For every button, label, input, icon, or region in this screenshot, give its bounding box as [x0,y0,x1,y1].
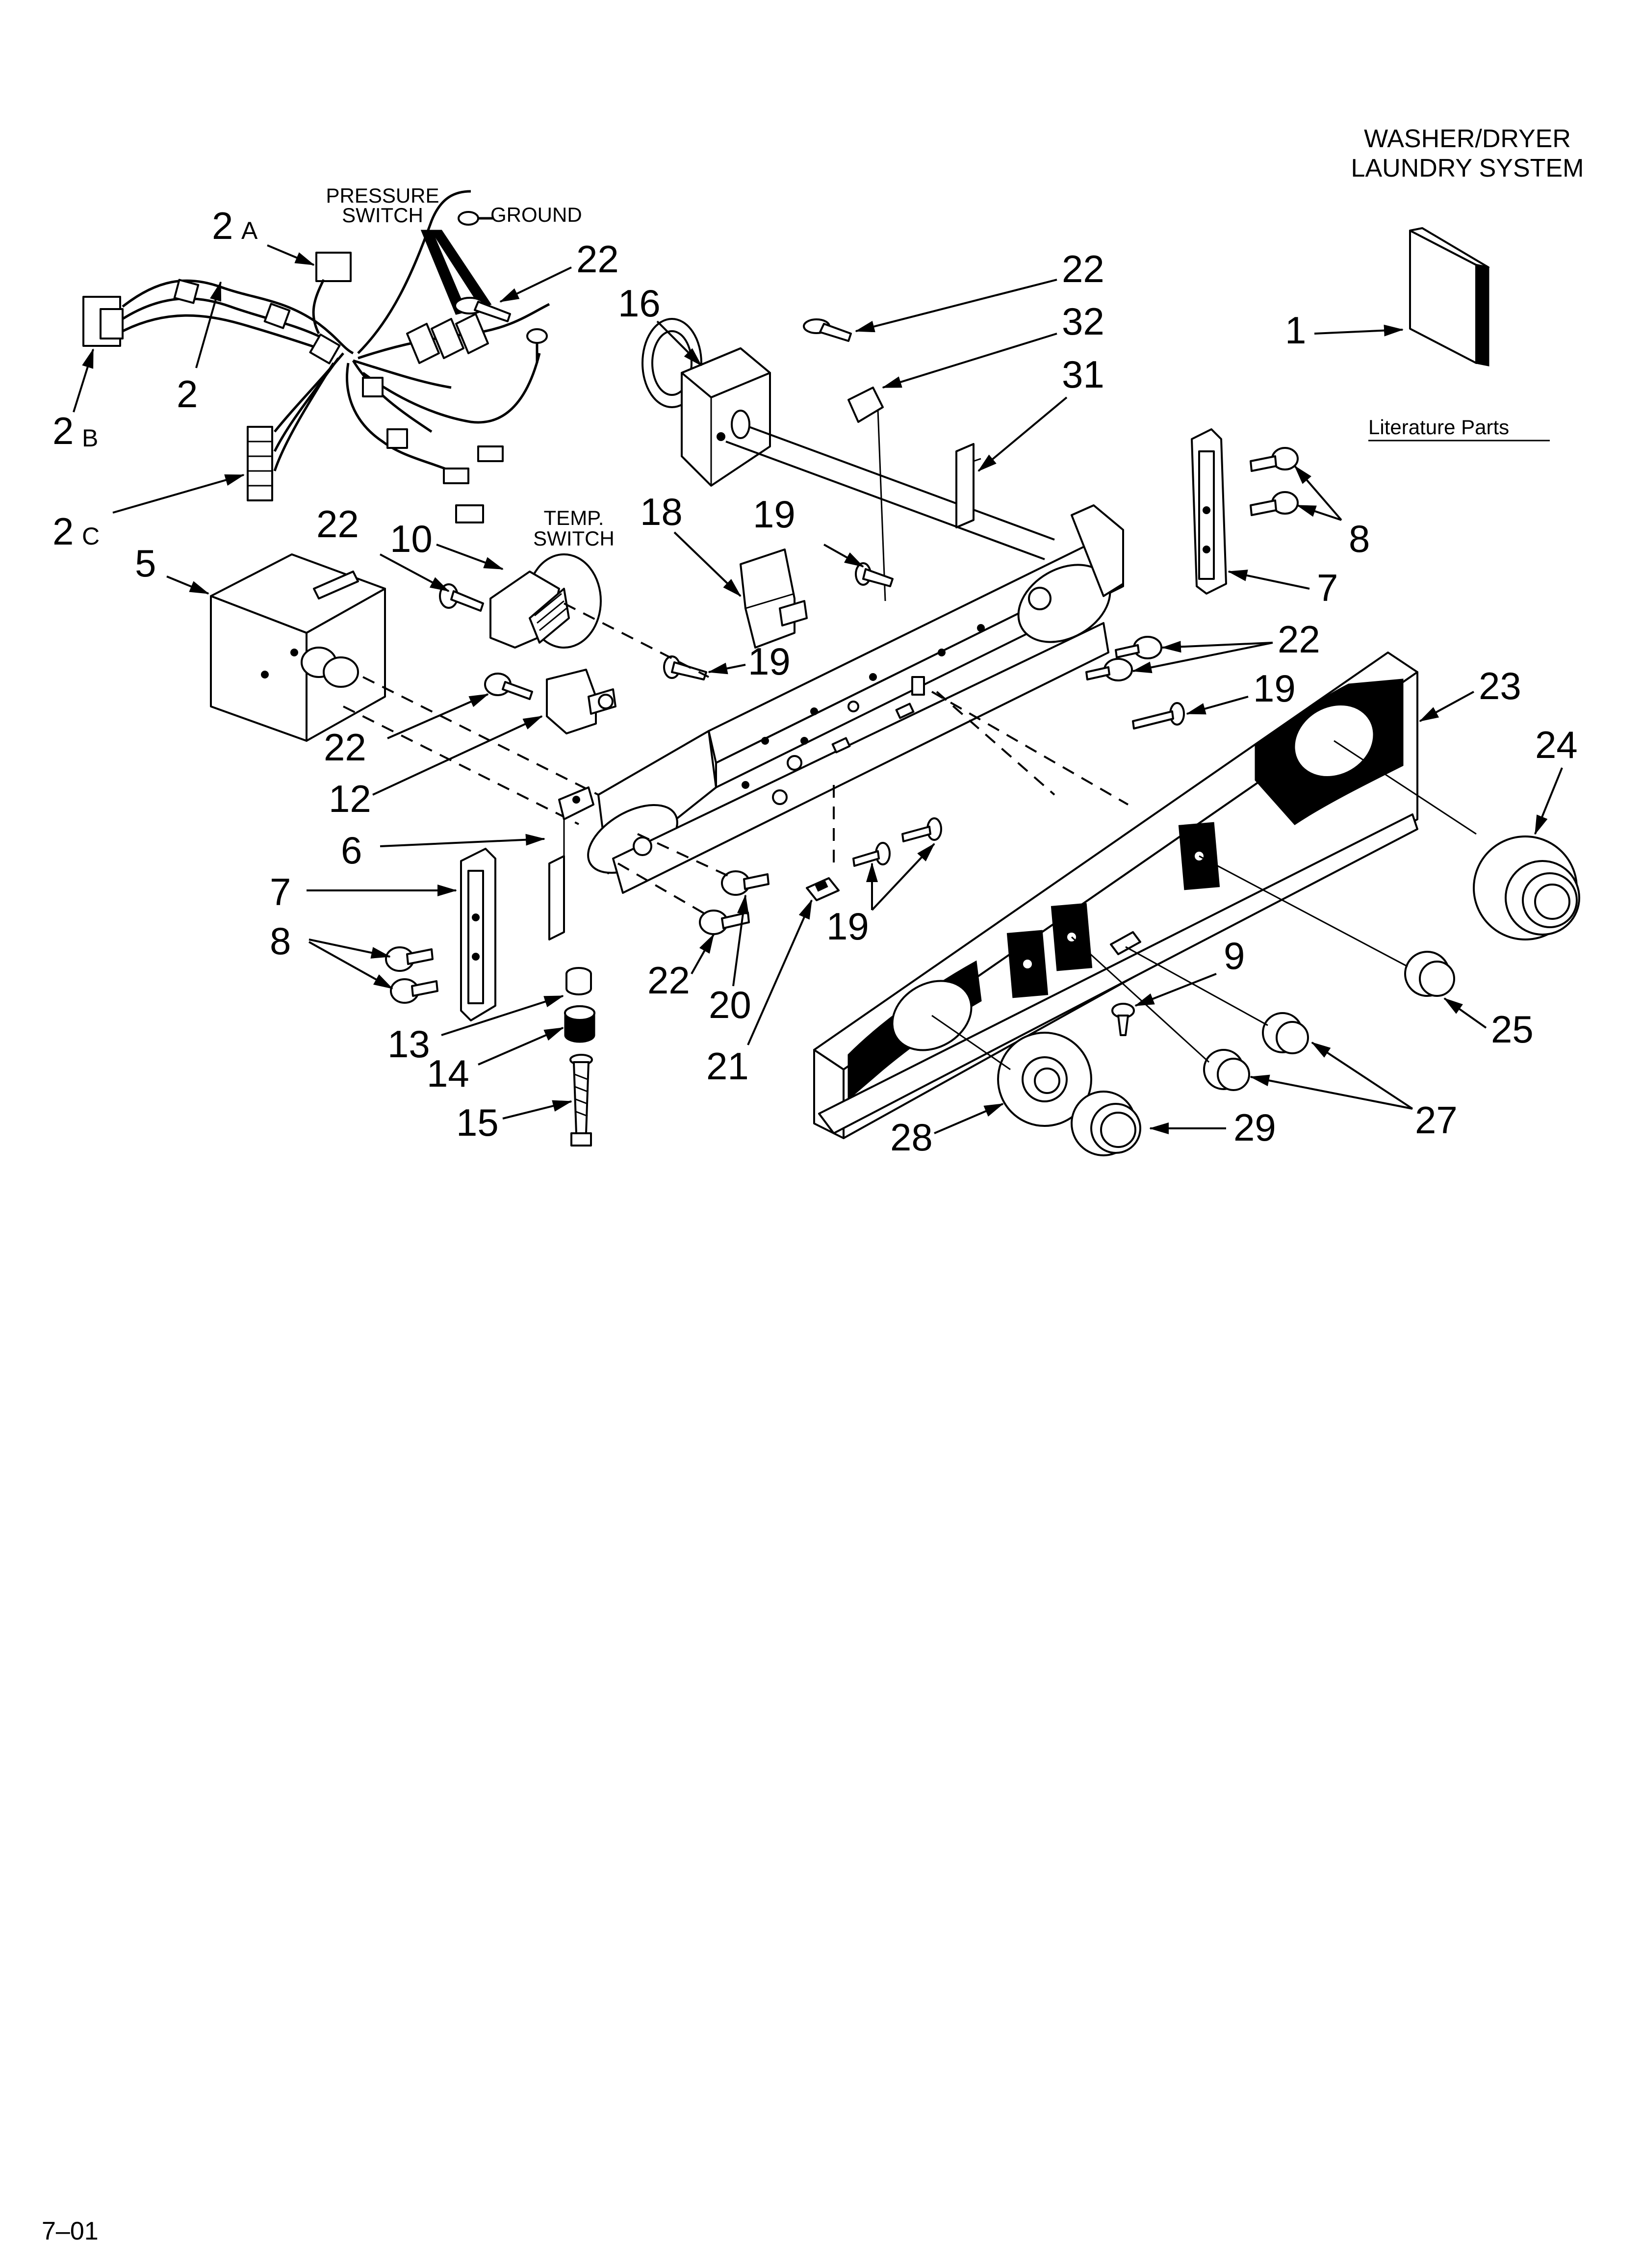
callout-31: 31 [1062,353,1104,396]
callout-24: 24 [1535,723,1578,766]
callout-8-right: 8 [1349,517,1370,560]
ground-label: GROUND [490,203,582,226]
control-box [210,553,386,742]
screw-22-top-mid [803,318,852,342]
callout-2c-sub: C [82,522,100,550]
temp-switch [489,553,602,649]
callout-2a-sub: A [241,217,258,244]
timer [641,318,771,487]
callout-22-f: 22 [1278,618,1320,661]
callout-9: 9 [1224,934,1245,977]
callout-20: 20 [709,983,751,1026]
pressure-switch-label-1: PRESSURE [326,184,439,207]
screw-8-right-lower [1250,491,1299,516]
temp-switch-label-1: TEMP. [544,506,604,529]
callout-28: 28 [890,1116,933,1159]
switch-18 [740,548,808,649]
literature-parts-label: Literature Parts [1368,416,1509,439]
callout-2c-num: 2 [52,510,74,553]
callout-5: 5 [135,542,156,585]
callout-18: 18 [640,490,683,533]
callout-23: 23 [1479,664,1521,707]
callout-21: 21 [706,1044,749,1088]
callout-15: 15 [456,1101,499,1144]
side-bracket-right [1191,428,1227,595]
screw-22-right-2 [1085,658,1133,681]
clip-21 [806,877,840,901]
console-frame [587,504,1124,894]
side-bracket-left [460,848,496,1021]
switch-12 [546,669,616,734]
bracket-31 [955,443,981,528]
screw-22-right-1 [1115,636,1162,659]
callout-7-right: 7 [1317,566,1338,609]
header-line-1: WASHER/DRYER [1364,125,1571,153]
screw-22-top-left [454,297,548,363]
temp-switch-label-2: SWITCH [533,527,615,550]
callout-13: 13 [387,1022,430,1066]
clip-9 [1110,931,1141,955]
callout-22-c: 22 [316,502,359,546]
callout-7-left: 7 [270,870,291,913]
screw-19-upper [855,562,894,587]
wire-harness [82,190,550,523]
callout-12: 12 [329,777,371,820]
pressure-switch-label-2: SWITCH [342,204,423,227]
knob-24 [1473,835,1580,940]
knob-25 [1404,951,1455,997]
callout-29: 29 [1233,1106,1276,1149]
header-line-2: LAUNDRY SYSTEM [1351,154,1584,182]
screw-19-lower-1 [901,817,942,842]
screw-9 [1111,1003,1135,1036]
callout-19-a: 19 [753,493,795,536]
callout-32: 32 [1062,300,1104,343]
callout-1: 1 [1285,309,1306,352]
callout-19-d: 19 [1253,667,1296,710]
callout-16: 16 [618,282,661,325]
knob-27-upper [1262,1012,1309,1054]
footer-code: 7–01 [42,2217,99,2245]
literature-book [1409,227,1489,366]
callout-2b-num: 2 [52,409,74,452]
screw-15 [569,1054,593,1147]
screw-22-temp [439,583,484,612]
screw-8-right-upper [1250,447,1299,472]
callout-14: 14 [427,1052,469,1095]
callout-22-a: 22 [576,237,619,281]
screw-8-left-upper [385,946,434,972]
callout-27: 27 [1415,1098,1458,1142]
callout-19-c: 19 [826,905,869,948]
screw-8-left-lower [390,978,438,1004]
screw-19-lower-2 [852,842,891,867]
bracket-6 [548,786,594,940]
grommet-14 [564,1005,595,1043]
screw-19-right [1132,702,1185,730]
callout-2: 2 [177,372,198,416]
foot-13 [565,967,592,995]
console-panel [813,652,1418,1139]
screw-20 [721,870,770,896]
clip-32 [847,387,886,601]
callout-2a-num: 2 [212,204,233,247]
callout-25: 25 [1491,1008,1534,1051]
callout-22-b: 22 [1062,247,1104,290]
callout-19-b: 19 [748,640,791,683]
screw-19-left [663,655,707,680]
callout-22-d: 22 [324,726,366,769]
callout-22-e: 22 [647,959,690,1002]
callout-6: 6 [341,829,362,872]
screw-22-box [484,673,533,700]
callout-2b-sub: B [82,424,98,452]
callout-10: 10 [390,517,433,560]
knob-29 [1071,1091,1141,1156]
knob-28 [997,1032,1092,1127]
knob-27-lower [1203,1049,1250,1091]
callout-8-left: 8 [270,919,291,963]
